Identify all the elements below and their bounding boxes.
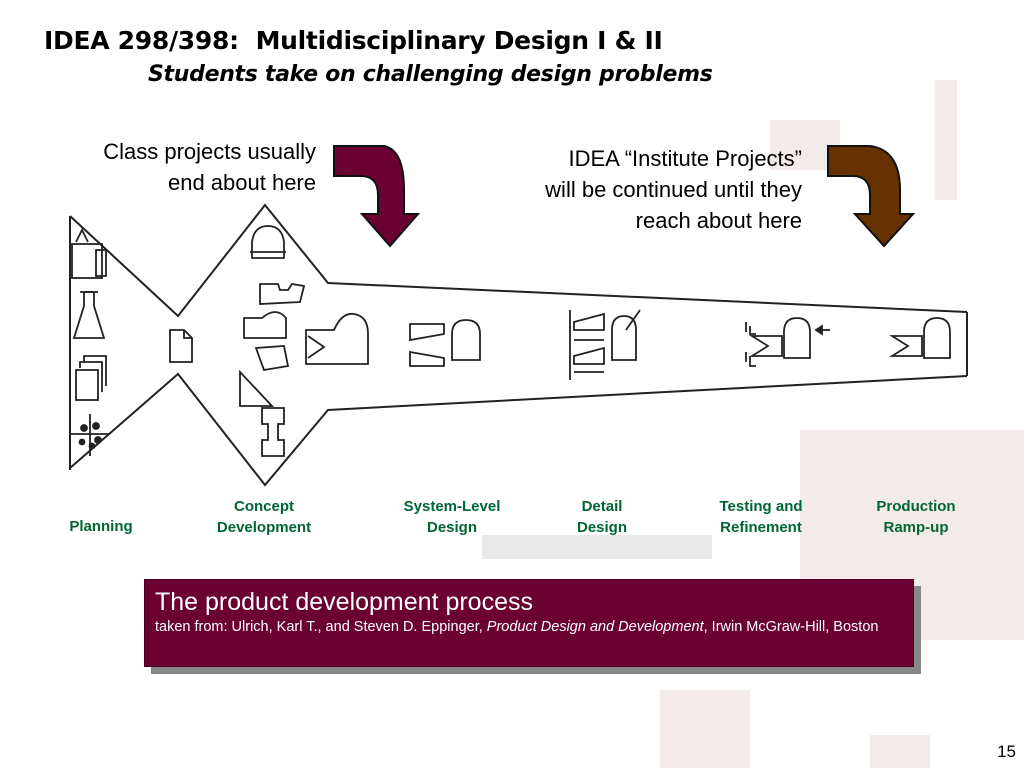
stage-label-line: Design: [426, 519, 477, 536]
stage-label-line: Ramp-up: [883, 519, 949, 536]
note-line: reach about here: [635, 208, 802, 233]
slide-title: IDEA 298/398: Multidisciplinary Design I…: [44, 26, 663, 55]
stage-label-planning: Planning: [26, 516, 176, 537]
note-class-projects: Class projects usually end about here: [103, 136, 316, 198]
detail-design-shapes: [569, 309, 641, 380]
system-level-shapes: [409, 319, 481, 367]
stage-label-line: Production: [876, 498, 956, 515]
stage-label-testing-and-refinement: Testing and Refinement: [686, 496, 836, 538]
flask-icon: [72, 291, 106, 339]
concept-shapes: [239, 225, 369, 457]
documents-icon: [75, 355, 107, 401]
testing-shapes: [745, 317, 830, 367]
stage-label-line: System-Level: [403, 498, 501, 515]
production-shapes: [888, 317, 951, 359]
caption-title: The product development process: [155, 588, 533, 616]
stage-label-line: Detail: [581, 498, 623, 515]
citation-prefix: taken from: Ulrich, Karl T., and Steven …: [155, 619, 487, 635]
page-number: 15: [997, 742, 1016, 761]
slide-subtitle: Students take on challenging design prob…: [148, 62, 713, 87]
note-line: IDEA “Institute Projects”: [568, 146, 802, 171]
planning-icons: [70, 227, 110, 456]
note-line: will be continued until they: [545, 177, 802, 202]
watermark-block: [482, 535, 712, 559]
citation-book-title: Product Design and Development: [486, 619, 704, 635]
citation-suffix: , Irwin McGraw-Hill, Boston: [703, 619, 879, 635]
watermark-block: [935, 80, 957, 200]
caption-citation: taken from: Ulrich, Karl T., and Steven …: [155, 617, 903, 637]
curved-arrow-down-icon: [827, 145, 916, 248]
note-line: end about here: [167, 170, 316, 195]
stage-label-concept-development: Concept Development: [189, 496, 339, 538]
curved-arrow-down-icon: [333, 145, 421, 248]
stage-label-line: Concept: [234, 498, 294, 515]
watermark-block: [660, 690, 750, 768]
stage-label-line: Design: [576, 519, 627, 536]
document-icon: [169, 329, 193, 363]
watermark-block: [870, 735, 930, 768]
note-institute-projects: IDEA “Institute Projects” will be contin…: [545, 143, 802, 236]
stage-label-system-level-design: System-Level Design: [377, 496, 527, 538]
stage-label-line: Planning: [69, 518, 133, 535]
chart-icon: [71, 227, 107, 279]
stage-label-production-ramp-up: Production Ramp-up: [841, 496, 991, 538]
stage-label-line: Development: [216, 519, 312, 536]
caption-box: The product development process taken fr…: [144, 579, 914, 667]
scatter-plot-icon: [70, 414, 110, 456]
funnel-outline: [69, 203, 968, 487]
stage-label-line: Testing and: [719, 498, 803, 515]
note-line: Class projects usually: [103, 139, 316, 164]
stage-label-detail-design: Detail Design: [527, 496, 677, 538]
stage-label-line: Refinement: [720, 519, 802, 536]
